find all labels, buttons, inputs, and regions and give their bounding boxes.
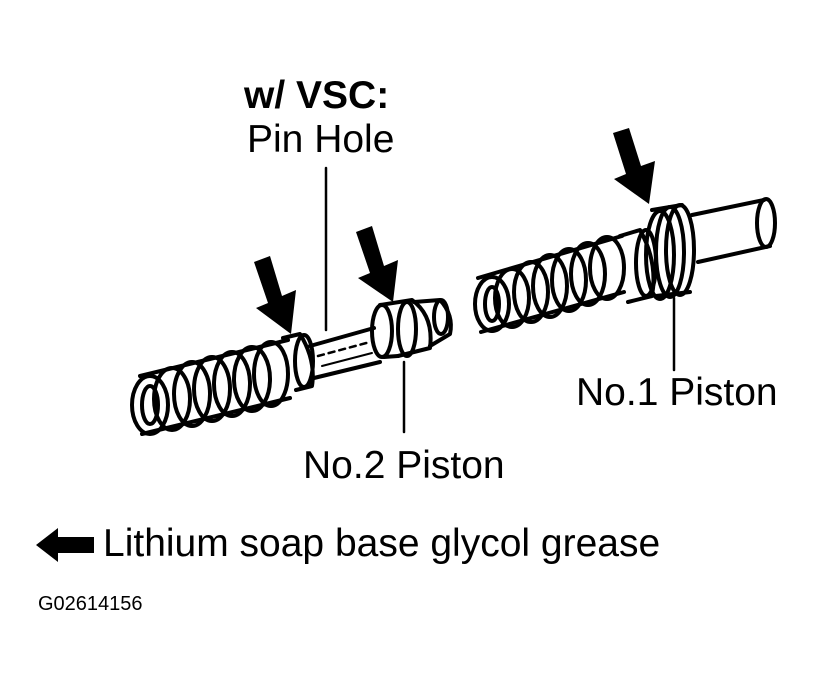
no2-piston-body <box>281 298 453 392</box>
no1-spring <box>473 234 626 334</box>
no2-spring <box>130 338 292 436</box>
legend-text: Lithium soap base glycol grease <box>103 522 661 565</box>
vsc-label: w/ VSC: <box>244 74 390 117</box>
pin-hole-label: Pin Hole <box>247 118 395 161</box>
grease-arrow-no2-front <box>356 226 398 302</box>
grease-arrow-no1 <box>613 128 655 204</box>
no2-piston-label: No.2 Piston <box>303 444 505 487</box>
figure-code: G02614156 <box>38 593 143 615</box>
grease-arrow-no2-rear <box>254 256 296 334</box>
no1-piston-label: No.1 Piston <box>576 371 778 414</box>
no1-piston-body <box>618 197 777 304</box>
left-arrow-icon <box>36 528 94 562</box>
leader-lines <box>324 166 676 434</box>
